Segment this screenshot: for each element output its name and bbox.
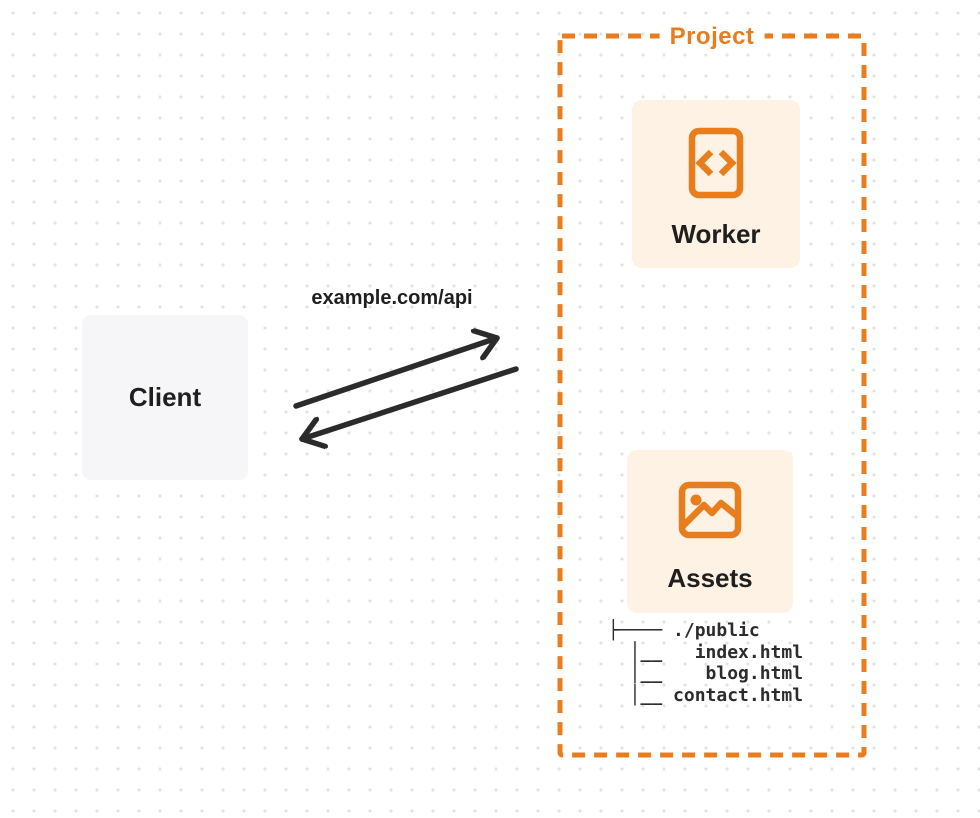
tree-line-contact-html: │__ contact.html [608,684,804,706]
tree-line-blog-html: │__ blog.html [608,663,804,684]
assets-file-tree: ├──── ./public │__ index.html │__ blog.h… [608,620,803,706]
assets-node: Assets [627,450,793,613]
tree-line-public: ├──── ./public [608,620,760,641]
client-label: Client [128,382,202,412]
response-arrow [299,366,519,439]
request-url-label: example.com/api [311,287,473,309]
request-arrow [293,338,500,409]
project-group-title: Project [659,21,765,53]
tree-line-index-html: │__ index.html [608,641,804,663]
client-node: Client [82,315,248,480]
worker-label: Worker [671,218,761,249]
image-icon [678,481,742,539]
code-file-icon [688,127,744,198]
worker-node: Worker [632,100,800,268]
assets-label: Assets [667,563,753,593]
